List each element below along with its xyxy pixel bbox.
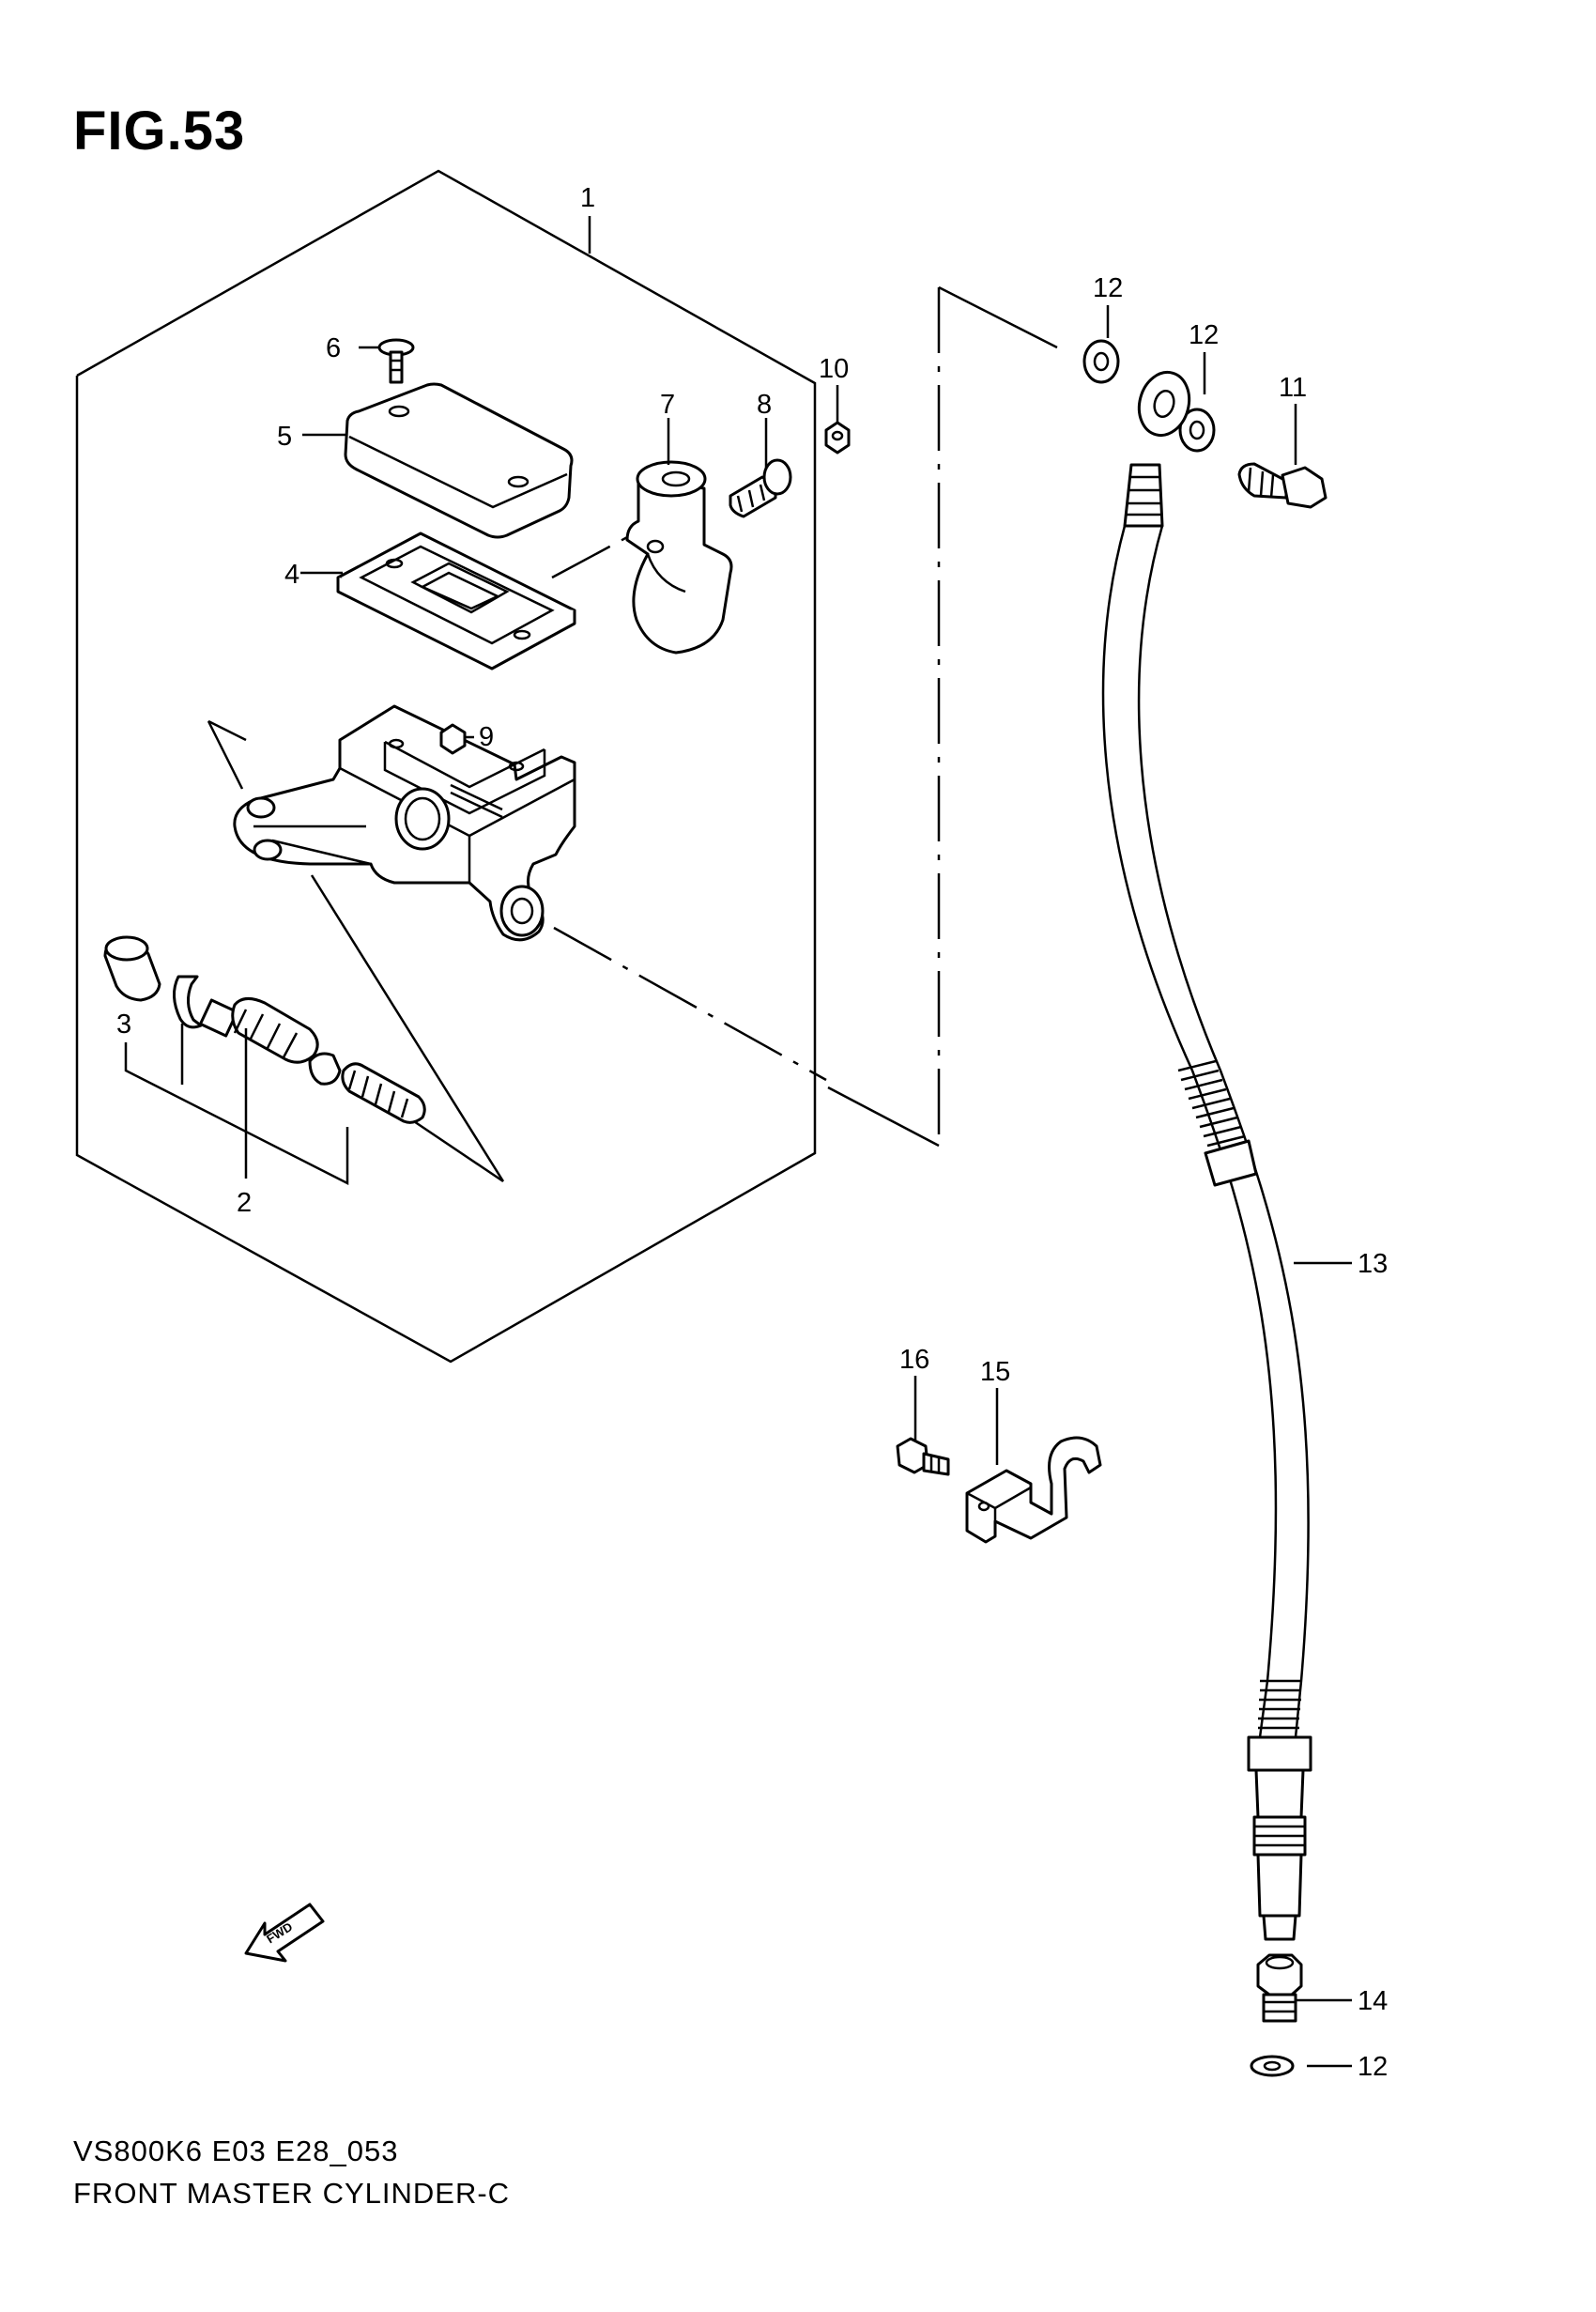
callout-16: 16 [899, 1345, 929, 1375]
part-bolt-16 [896, 1437, 950, 1476]
part-screw-6 [377, 338, 415, 384]
callout-13: 13 [1358, 1249, 1388, 1279]
callout-4: 4 [284, 560, 299, 590]
callout-5: 5 [277, 422, 292, 452]
part-bolt-8 [729, 458, 792, 518]
part-bracket-15 [965, 1436, 1102, 1544]
callout-10: 10 [819, 354, 849, 384]
callout-8: 8 [757, 390, 772, 420]
footer-figure-code: VS800K6 E03 E28_053 [73, 2135, 399, 2167]
part-diaphragm-4 [336, 532, 576, 670]
part-master-cylinder-body [233, 704, 576, 942]
callout-14: 14 [1358, 1986, 1388, 2016]
part-nut-10 [824, 421, 851, 455]
callout-3: 3 [116, 1010, 131, 1040]
callout-12-top-left: 12 [1093, 273, 1123, 303]
footer-figure-name: FRONT MASTER CYLINDER-C [73, 2177, 511, 2210]
alignment-lines [207, 285, 1058, 1183]
callout-12-bottom: 12 [1358, 2052, 1388, 2082]
callout-2: 2 [237, 1188, 252, 1218]
part-union-14 [1256, 1953, 1303, 2023]
callout-12-top-right: 12 [1189, 320, 1219, 350]
callout-1: 1 [580, 183, 595, 213]
figure-title: FIG.53 [73, 100, 246, 162]
callout-11: 11 [1279, 373, 1307, 403]
assembly-boundary [75, 169, 817, 1364]
part-banjo-bolt-11 [1237, 462, 1327, 509]
callout-6: 6 [326, 333, 341, 363]
part-piston-set-2-3 [103, 935, 426, 1124]
part-brake-hose-13 [1101, 370, 1312, 1941]
callout-15: 15 [980, 1357, 1010, 1387]
callout-numbers: 1 6 5 4 7 8 10 9 3 2 12 12 11 13 16 15 1… [116, 183, 1388, 2082]
part-washer-12 [1082, 339, 1295, 2077]
callout-leaders [124, 216, 1352, 2068]
part-clamp-7 [625, 460, 733, 655]
callout-7: 7 [660, 390, 675, 420]
callout-9: 9 [479, 722, 494, 752]
part-fitting-9 [439, 723, 474, 755]
fwd-arrow-icon: FWD [244, 1903, 325, 1963]
part-cover-5 [344, 382, 574, 539]
